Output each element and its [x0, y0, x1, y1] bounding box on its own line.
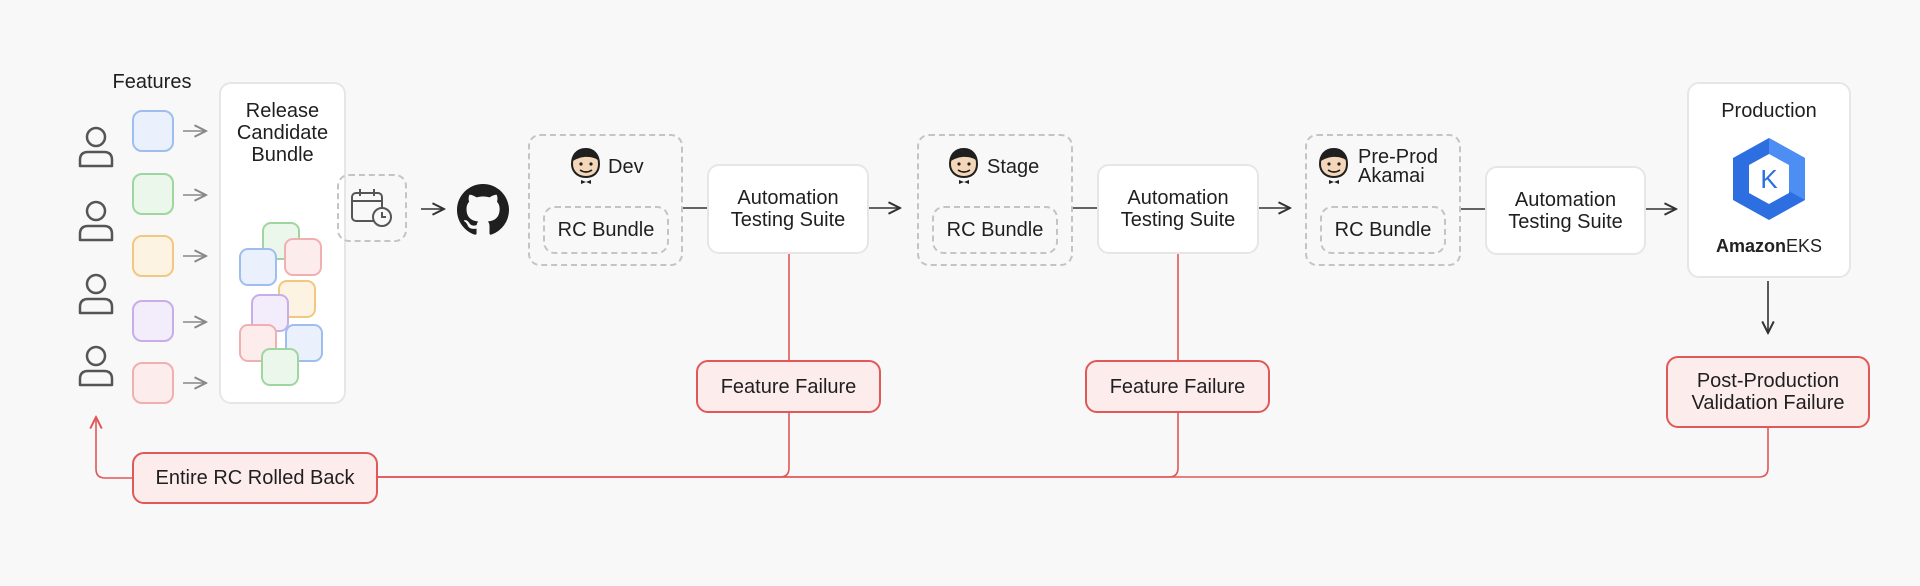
post-production-validation-failure: Post-Production Validation Failure	[1666, 356, 1870, 428]
brand-eks: EKS	[1785, 236, 1823, 256]
calendar-clock-icon	[351, 189, 392, 227]
preprod-label: Pre-Prod Akamai	[1358, 146, 1439, 187]
bundle-piece	[284, 238, 322, 276]
rc-bundle-stage: RC Bundle	[932, 206, 1058, 254]
eks-logo-icon: K	[1727, 134, 1811, 224]
release-candidate-box: Release Candidate Bundle	[219, 82, 346, 404]
user-icon	[76, 345, 116, 389]
user-icon	[76, 273, 116, 317]
bundle-piece	[239, 248, 277, 286]
user-icon	[76, 200, 116, 244]
production-label: Production	[1721, 100, 1817, 122]
rc-rolled-back: Entire RC Rolled Back	[132, 452, 378, 504]
features-label: Features	[112, 71, 192, 93]
stage-stage: Stage RC Bundle	[917, 134, 1073, 266]
feature-square-3	[132, 235, 174, 277]
rc-bundle-preprod: RC Bundle	[1320, 206, 1446, 254]
feature-arrows	[183, 131, 206, 383]
arrow-rollback-to-features	[96, 417, 132, 479]
failure-lines	[96, 253, 1769, 479]
preprod-stage: Pre-Prod Akamai RC Bundle	[1305, 134, 1461, 266]
stage-label: Stage	[987, 156, 1040, 178]
line-failure2-to-rollback	[378, 413, 1179, 478]
eks-logo-letter: K	[1760, 164, 1778, 194]
dev-label: Dev	[608, 156, 644, 178]
line-failure1-to-rollback	[378, 413, 790, 478]
feature-square-2	[132, 173, 174, 215]
release-candidate-label: Release Candidate Bundle	[236, 100, 329, 166]
jenkins-icon	[568, 146, 604, 186]
dev-stage: Dev RC Bundle	[528, 134, 683, 266]
flow-arrows	[421, 208, 1768, 333]
jenkins-icon	[1316, 146, 1352, 186]
feature-failure-1: Feature Failure	[696, 360, 881, 413]
rc-bundle-dev: RC Bundle	[543, 206, 669, 254]
amazon-eks-wordmark: AmazonEKS	[1689, 236, 1849, 256]
automation-testing-suite-3: Automation Testing Suite	[1485, 166, 1646, 255]
automation-testing-suite-1: Automation Testing Suite	[707, 164, 869, 254]
feature-square-5	[132, 362, 174, 404]
feature-failure-2: Feature Failure	[1085, 360, 1270, 413]
feature-square-4	[132, 300, 174, 342]
jenkins-icon	[946, 146, 982, 186]
schedule-box	[337, 174, 407, 242]
user-icon	[76, 126, 116, 170]
github-icon	[457, 184, 509, 236]
bundle-piece	[261, 348, 299, 386]
feature-square-1	[132, 110, 174, 152]
production-box: Production K AmazonEKS	[1687, 82, 1851, 278]
line-post-to-rollback	[378, 428, 1769, 478]
automation-testing-suite-2: Automation Testing Suite	[1097, 164, 1259, 254]
brand-amazon: Amazon	[1715, 236, 1786, 256]
